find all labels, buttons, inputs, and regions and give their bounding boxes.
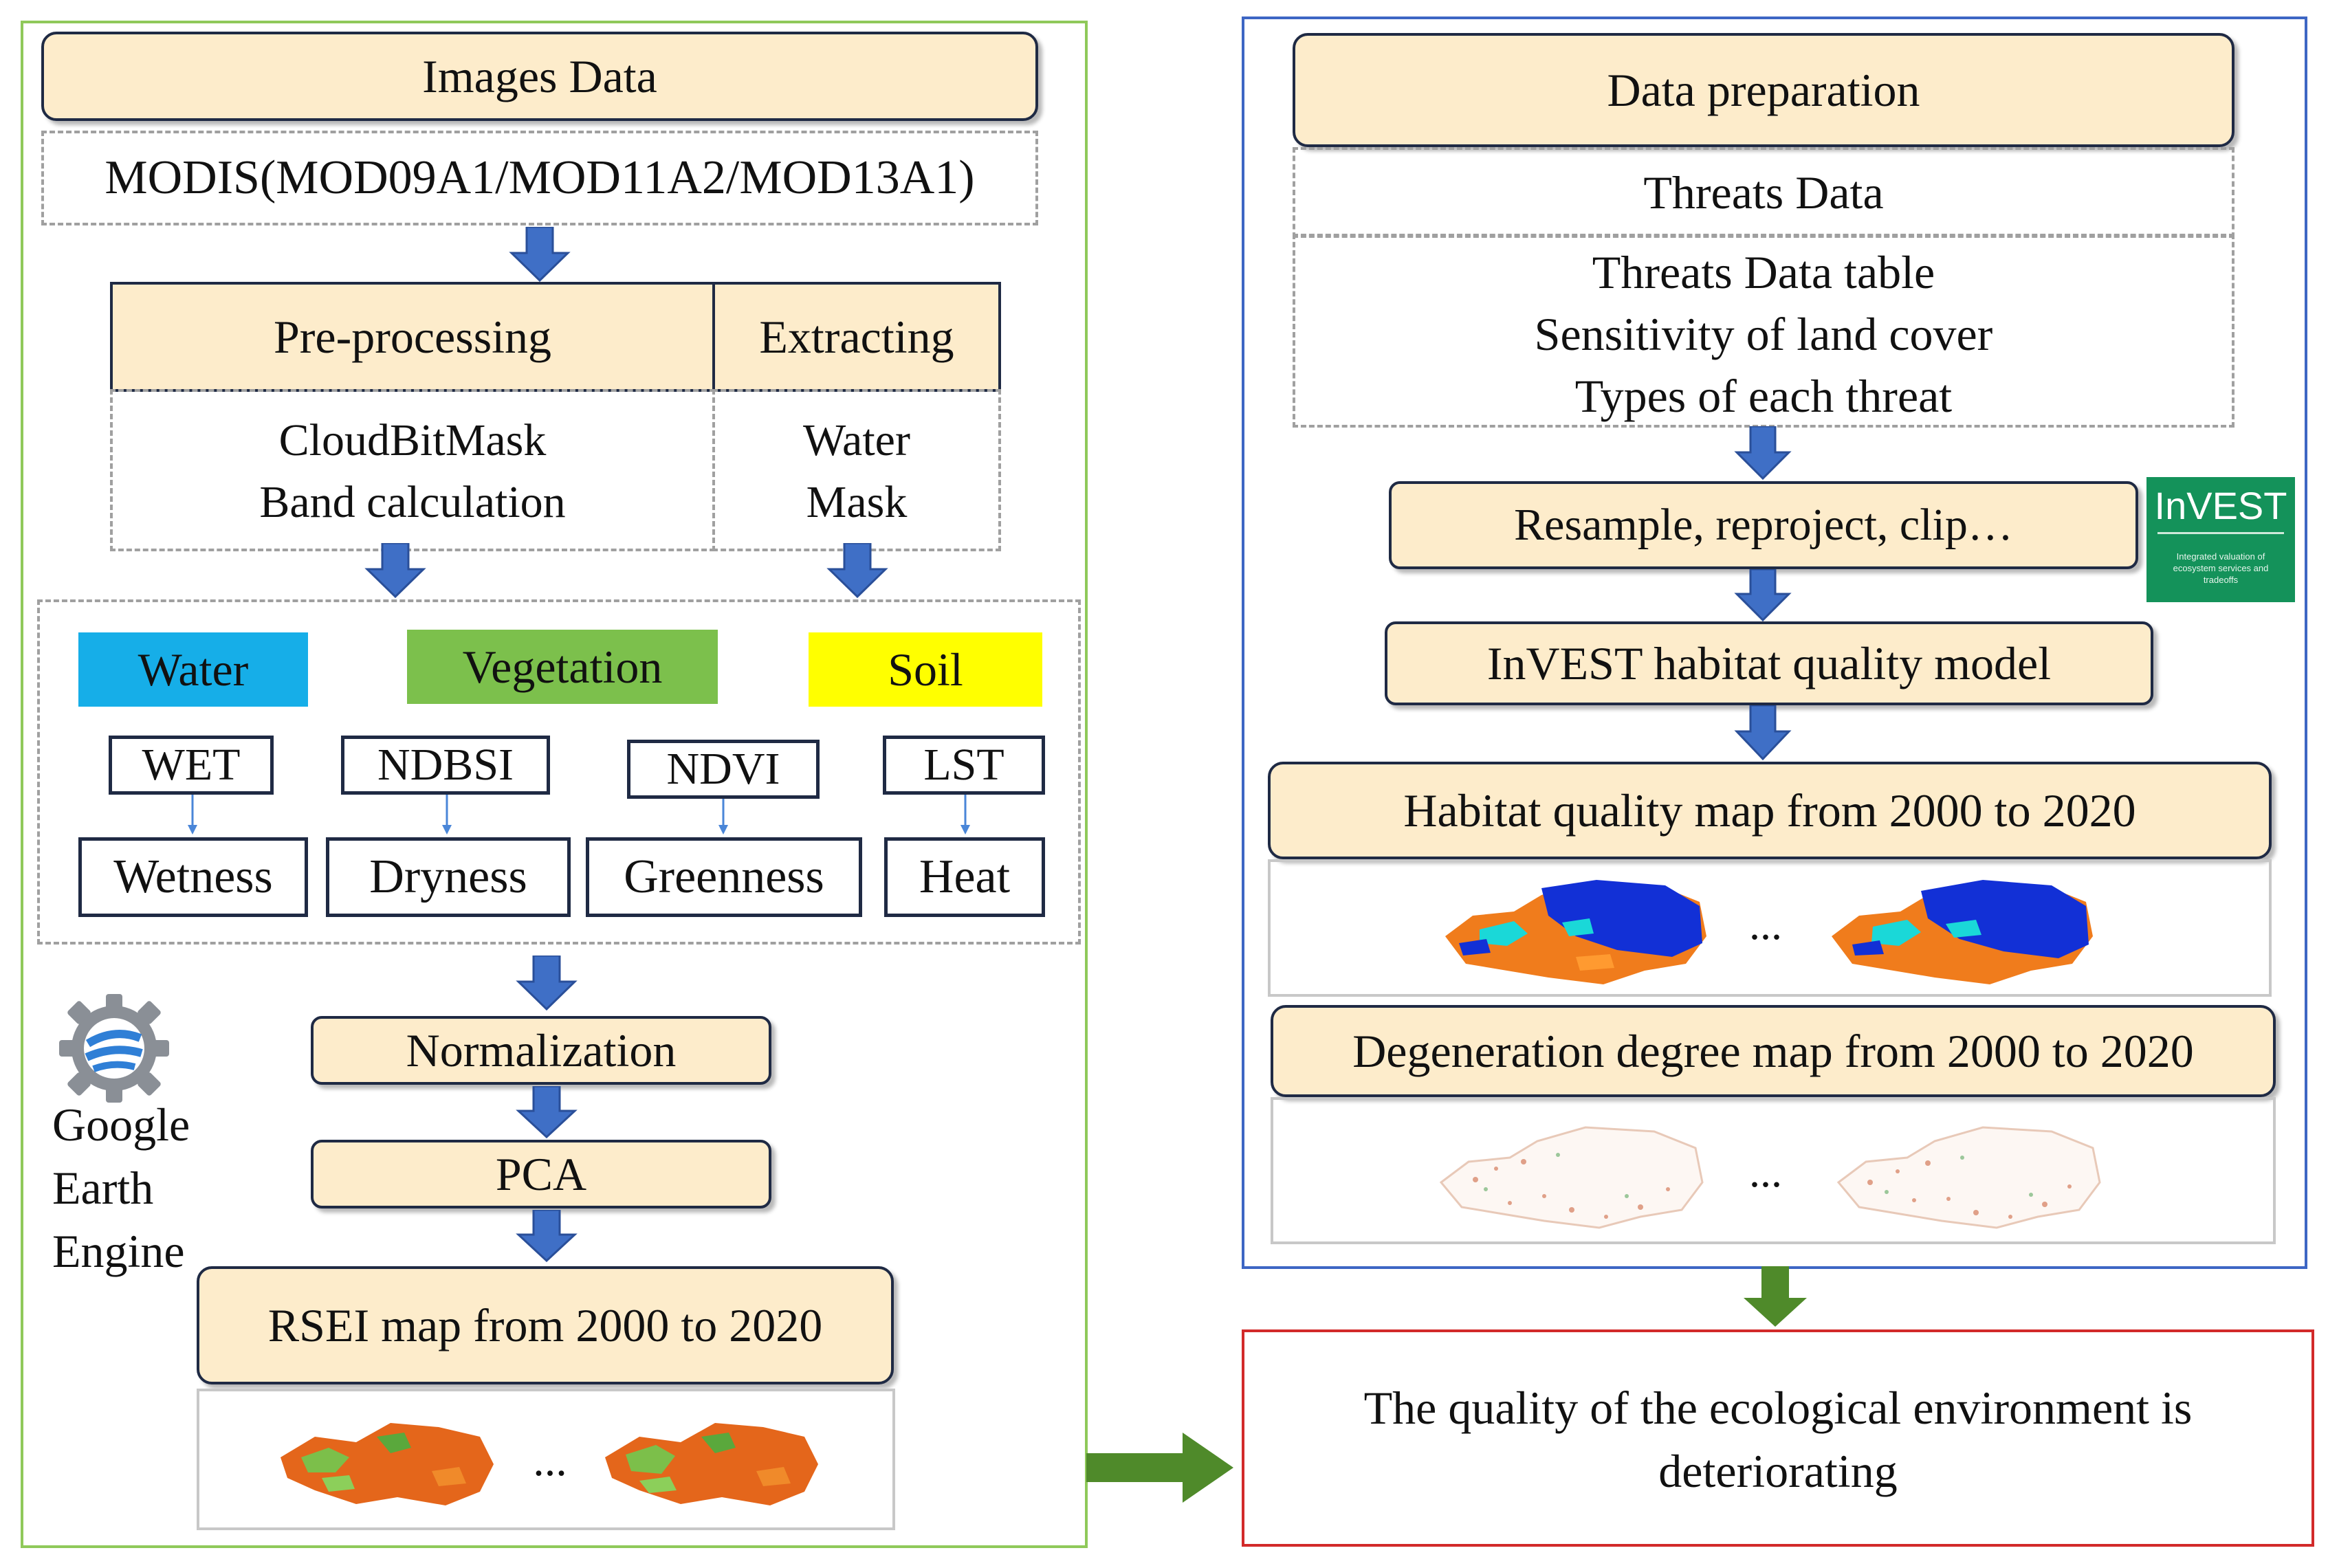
conclusion-line-1: The quality of the ecological environmen… [1363, 1381, 2193, 1434]
gee-label-engine: Engine [52, 1225, 185, 1277]
arrow-down-icon [1734, 705, 1792, 760]
outcome-box: Dryness [326, 837, 571, 917]
google-earth-engine-logo-icon [59, 994, 169, 1103]
habitat-map-thumbnails [1268, 859, 2272, 997]
water-label: Water [803, 415, 910, 465]
rsei-map-thumbnails [197, 1389, 895, 1530]
threat-types-label: Types of each threat [1574, 370, 1953, 422]
habitat-map-thumbnail [1832, 880, 2093, 984]
invest-logo-title: InVEST [2154, 483, 2287, 527]
rsei-ellipsis: ... [533, 1435, 567, 1486]
indicators-box [37, 599, 1081, 945]
rsei-map-thumbnail [281, 1423, 494, 1505]
preprocessing-header: Pre-processing [110, 282, 715, 392]
habitat-quality-map-header: Habitat quality map from 2000 to 2020 [1268, 762, 2272, 859]
arrow-down-icon [1734, 426, 1792, 480]
arrow-down-icon [516, 1086, 578, 1138]
degeneration-map-thumbnails [1271, 1097, 2276, 1244]
sensitivity-label: Sensitivity of land cover [1534, 308, 1993, 360]
arrow-right-icon [1086, 1433, 1233, 1503]
invest-logo: InVEST Integrated valuation of ecosystem… [2146, 477, 2295, 602]
arrow-down-icon [509, 227, 571, 282]
water-category: Water [78, 632, 308, 707]
outcome-box: Wetness [78, 837, 308, 917]
conclusion-box [1242, 1329, 2314, 1547]
images-data-header: Images Data [41, 32, 1038, 121]
conclusion-line-2: deteriorating [1658, 1444, 1898, 1497]
modis-source-box: MODIS(MOD09A1/MOD11A2/MOD13A1) [41, 131, 1038, 225]
invest-model-box: InVEST habitat quality model [1385, 621, 2153, 705]
arrow-down-icon [364, 543, 426, 598]
degeneration-map-thumbnail [1439, 1126, 1704, 1229]
cloudbitmask-label: CloudBitMask [278, 415, 547, 465]
vegetation-category: Vegetation [407, 630, 718, 704]
index-box: WET [109, 736, 274, 795]
threats-data-box: Threats Data [1293, 147, 2234, 238]
arrow-down-icon [960, 795, 970, 835]
habitat-map-thumbnail [1445, 880, 1706, 984]
gee-label-google: Google [52, 1098, 190, 1151]
invest-logo-subtitle: Integrated valuation of ecosystem servic… [2173, 551, 2269, 585]
soil-category: Soil [809, 632, 1042, 707]
outcome-box: Heat [884, 837, 1045, 917]
degeneration-map-thumbnail [1836, 1126, 2101, 1229]
normalization-box: Normalization [311, 1016, 771, 1085]
band-calculation-label: Band calculation [259, 477, 566, 527]
extracting-header: Extracting [712, 282, 1001, 392]
pca-box: PCA [311, 1140, 771, 1208]
mask-label: Mask [806, 477, 908, 527]
invest-logo-divider [2157, 532, 2284, 534]
index-box: NDBSI [341, 736, 550, 795]
gee-label-earth: Earth [52, 1162, 154, 1214]
habitat-ellipsis: ... [1749, 900, 1782, 949]
data-preparation-header: Data preparation [1293, 33, 2234, 147]
arrow-down-icon [1744, 1266, 1807, 1327]
index-box: LST [883, 736, 1045, 795]
arrow-down-icon [718, 799, 728, 835]
degeneration-ellipsis: ... [1749, 1147, 1782, 1196]
index-box: NDVI [627, 740, 820, 799]
arrow-down-icon [826, 543, 888, 598]
outcome-box: Greenness [586, 837, 862, 917]
threats-table-label: Threats Data table [1592, 246, 1935, 298]
arrow-down-icon [516, 1210, 578, 1262]
arrow-down-icon [516, 956, 578, 1011]
degeneration-map-header: Degeneration degree map from 2000 to 202… [1271, 1005, 2276, 1097]
rsei-map-header: RSEI map from 2000 to 2020 [197, 1266, 894, 1384]
resample-box: Resample, reproject, clip… [1389, 481, 2138, 569]
rsei-workflow-panel [21, 21, 1088, 1548]
arrow-down-icon [442, 795, 452, 835]
arrow-down-icon [1734, 569, 1792, 621]
rsei-map-thumbnail [605, 1423, 818, 1505]
arrow-down-icon [188, 795, 197, 835]
